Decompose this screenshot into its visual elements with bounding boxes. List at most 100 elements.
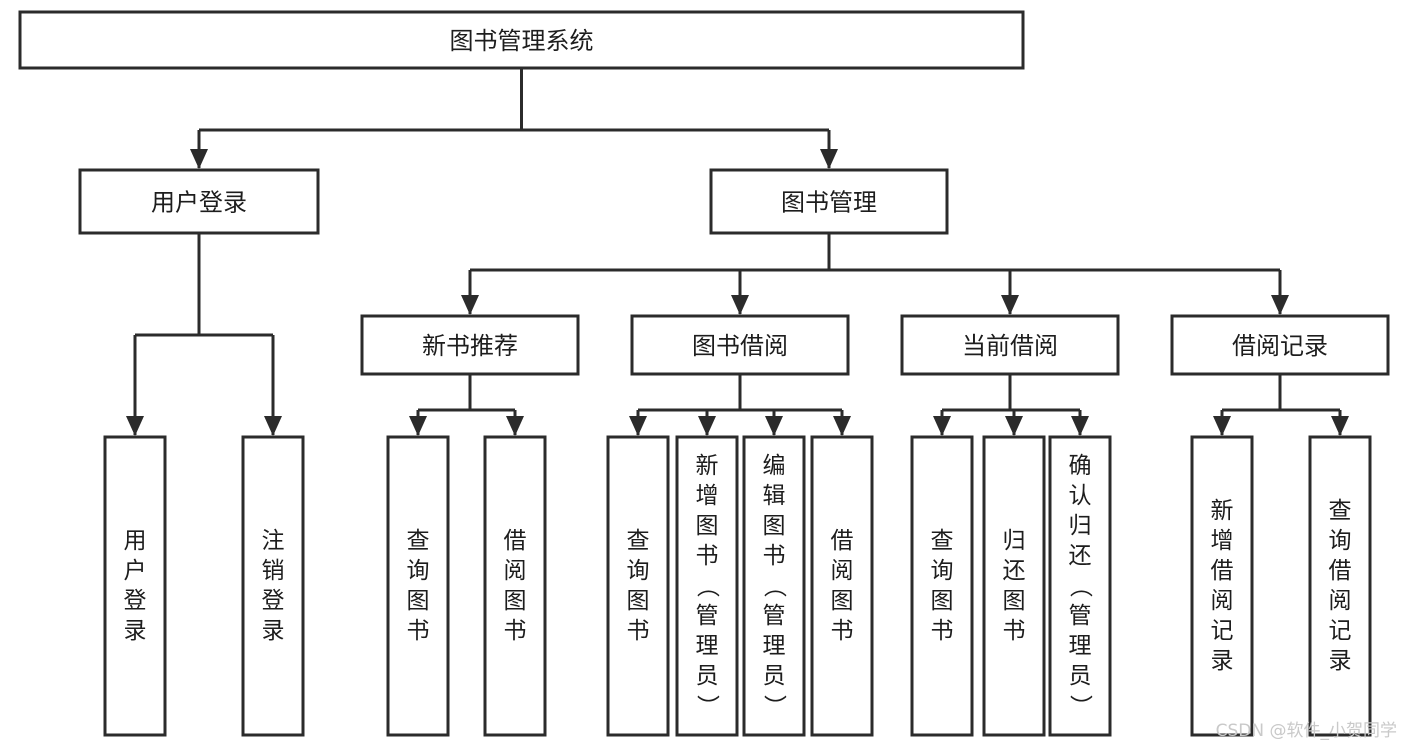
node-box-user-login[interactable] — [78, 168, 320, 235]
svg-text:查: 查 — [931, 528, 954, 554]
arrow-head-user-login-1 — [264, 416, 282, 436]
node-box-book-management[interactable] — [709, 168, 949, 235]
svg-text:阅: 阅 — [1329, 588, 1352, 614]
node-label-book-borrow: 图书借阅 — [692, 332, 788, 360]
svg-text:新: 新 — [696, 453, 719, 479]
svg-text:图: 图 — [627, 588, 650, 614]
svg-text:户: 户 — [124, 558, 147, 584]
svg-text:理: 理 — [1069, 633, 1092, 659]
arrow-head-book-management-3 — [1271, 295, 1289, 315]
arrow-head-current-borrow-0 — [933, 416, 951, 436]
node-box-leaf-add-record[interactable] — [1190, 435, 1254, 737]
node-label-current-borrow: 当前借阅 — [962, 332, 1058, 360]
node-new-book-recommend[interactable]: 新书推荐 — [360, 314, 580, 376]
node-box-leaf-logout[interactable] — [241, 435, 305, 737]
node-label-leaf-user-login: 用户登录 — [124, 528, 147, 644]
node-current-borrow[interactable]: 当前借阅 — [900, 314, 1120, 376]
node-box-leaf-edit-book[interactable] — [742, 435, 806, 737]
svg-text:书: 书 — [831, 618, 854, 644]
svg-text:用: 用 — [124, 528, 147, 554]
svg-text:记: 记 — [1329, 618, 1352, 644]
node-label-borrow-record: 借阅记录 — [1232, 332, 1328, 360]
node-box-leaf-query-book-2[interactable] — [606, 435, 670, 737]
svg-text:图: 图 — [696, 513, 719, 539]
arrow-head-current-borrow-2 — [1071, 416, 1089, 436]
node-borrow-record[interactable]: 借阅记录 — [1170, 314, 1390, 376]
svg-text:查: 查 — [407, 528, 430, 554]
svg-text:还: 还 — [1003, 558, 1026, 584]
svg-text:（: （ — [694, 575, 720, 598]
svg-text:录: 录 — [124, 618, 147, 644]
arrow-head-user-login-0 — [126, 416, 144, 436]
node-box-root[interactable] — [18, 10, 1025, 70]
node-box-leaf-query-record[interactable] — [1308, 435, 1372, 737]
node-box-leaf-borrow-book-1[interactable] — [483, 435, 547, 737]
svg-text:询: 询 — [1329, 528, 1352, 554]
node-box-leaf-query-book-1[interactable] — [386, 435, 450, 737]
node-box-borrow-record[interactable] — [1170, 314, 1390, 376]
node-book-borrow[interactable]: 图书借阅 — [630, 314, 850, 376]
svg-text:借: 借 — [1211, 558, 1234, 584]
svg-text:管: 管 — [1069, 603, 1092, 629]
node-layer: 图书管理系统用户登录用户登录注销登录图书管理新书推荐查询图书借阅图书图书借阅查询… — [18, 10, 1390, 737]
svg-text:增: 增 — [1211, 528, 1234, 554]
svg-text:员: 员 — [1069, 663, 1092, 689]
svg-text:书: 书 — [627, 618, 650, 644]
svg-text:图: 图 — [504, 588, 527, 614]
svg-text:编: 编 — [763, 453, 786, 479]
node-box-leaf-confirm-return[interactable] — [1048, 435, 1112, 737]
svg-text:还: 还 — [1069, 543, 1092, 569]
arrow-head-book-borrow-0 — [629, 416, 647, 436]
node-box-leaf-add-book[interactable] — [675, 435, 739, 737]
svg-text:询: 询 — [931, 558, 954, 584]
svg-text:员: 员 — [696, 663, 719, 689]
node-box-leaf-return-book[interactable] — [982, 435, 1046, 737]
node-box-book-borrow[interactable] — [630, 314, 850, 376]
node-box-current-borrow[interactable] — [900, 314, 1120, 376]
node-box-leaf-query-book-3[interactable] — [910, 435, 974, 737]
svg-text:理: 理 — [763, 633, 786, 659]
svg-text:查: 查 — [1329, 498, 1352, 524]
node-user-login[interactable]: 用户登录 — [78, 168, 320, 235]
svg-text:图: 图 — [831, 588, 854, 614]
node-root[interactable]: 图书管理系统 — [18, 10, 1025, 70]
svg-text:管: 管 — [763, 603, 786, 629]
svg-text:辑: 辑 — [763, 483, 786, 509]
svg-text:询: 询 — [627, 558, 650, 584]
svg-text:书: 书 — [931, 618, 954, 644]
arrow-head-new-book-recommend-1 — [506, 416, 524, 436]
node-leaf-user-login[interactable]: 用户登录 — [103, 435, 167, 737]
svg-text:书: 书 — [696, 543, 719, 569]
svg-text:管: 管 — [696, 603, 719, 629]
node-book-management[interactable]: 图书管理 — [709, 168, 949, 235]
svg-text:阅: 阅 — [1211, 588, 1234, 614]
svg-text:注: 注 — [262, 528, 285, 554]
svg-text:录: 录 — [1211, 648, 1234, 674]
node-box-leaf-user-login[interactable] — [103, 435, 167, 737]
node-box-leaf-borrow-book-2[interactable] — [810, 435, 874, 737]
svg-text:查: 查 — [627, 528, 650, 554]
svg-text:归: 归 — [1069, 513, 1092, 539]
node-box-new-book-recommend[interactable] — [360, 314, 580, 376]
arrow-head-book-borrow-1 — [698, 416, 716, 436]
